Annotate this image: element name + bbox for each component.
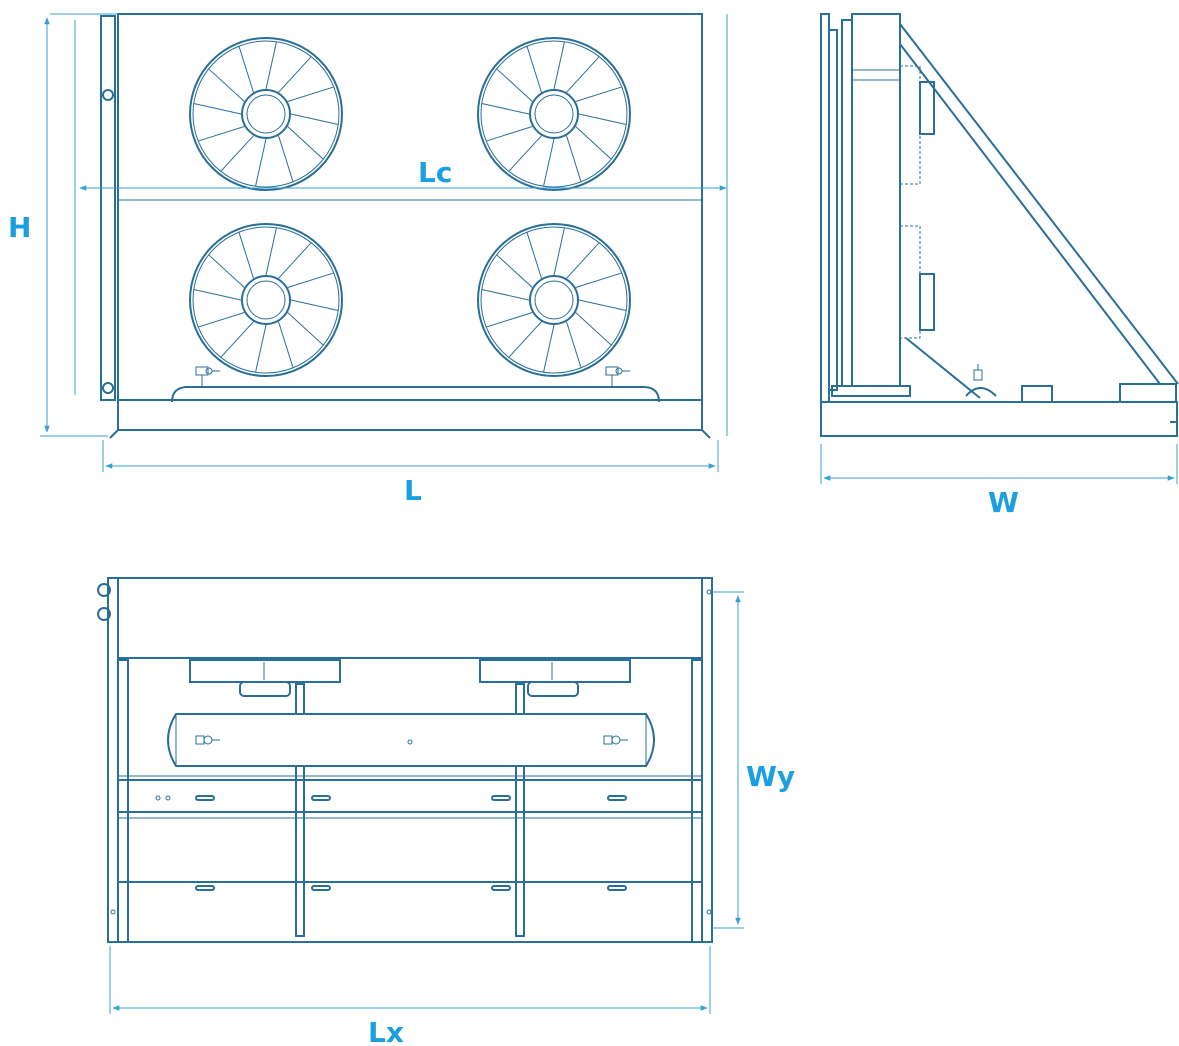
support-brace-inner	[899, 43, 1161, 385]
plan-motor-left	[239, 681, 291, 697]
foot-left	[109, 429, 119, 439]
front-view: H Lc L	[8, 13, 728, 507]
connection-bottom	[102, 382, 114, 394]
fan-guard	[477, 37, 631, 191]
side-valve-body	[965, 387, 997, 397]
side-coil-frame	[841, 19, 853, 387]
side-motor-top	[919, 81, 935, 135]
foot-right	[701, 429, 711, 439]
header-column	[100, 15, 116, 401]
plan-valve-right	[603, 735, 628, 745]
foot-length-label: Lx	[368, 1016, 404, 1046]
plan-slots	[195, 795, 627, 891]
plan-connection-bottom	[97, 607, 111, 621]
coil-length-label: Lc	[418, 156, 452, 189]
side-rear-post-inner	[828, 29, 838, 391]
plan-front-member	[117, 881, 703, 943]
length-label: L	[404, 474, 422, 507]
plan-cross-member	[117, 779, 703, 813]
height-label: H	[8, 211, 31, 244]
side-motor-bottom	[919, 273, 935, 331]
fan-guard	[477, 223, 631, 377]
casing	[117, 13, 703, 401]
foot-width-label: Wy	[746, 760, 795, 793]
side-foot-box	[1119, 383, 1177, 403]
fan-guard	[189, 37, 343, 191]
side-valve	[973, 364, 983, 381]
side-fan-guard-bottom	[899, 225, 921, 339]
side-fan-guard-top	[899, 65, 921, 185]
valve-left	[195, 366, 220, 387]
plan-motor-right	[527, 681, 579, 697]
side-view: W	[820, 13, 1179, 519]
fan-group	[189, 37, 631, 377]
plan-fan-rail-left	[189, 659, 341, 683]
support-brace-outer	[899, 23, 1179, 385]
width-label: W	[988, 486, 1019, 519]
side-drain-box	[1021, 385, 1053, 403]
plan-view: Wy Lx	[97, 577, 795, 1046]
fan-guard	[189, 223, 343, 377]
drain-tray	[171, 386, 660, 403]
plan-valve-left	[195, 735, 220, 745]
side-rear-post	[820, 13, 830, 403]
side-base-frame	[820, 401, 1178, 437]
plan-fan-rail-right	[479, 659, 631, 683]
support-strut	[905, 337, 981, 399]
base-frame	[117, 399, 703, 431]
connection-top	[102, 89, 114, 101]
plan-connection-top	[97, 583, 111, 597]
valve-right	[605, 366, 630, 387]
